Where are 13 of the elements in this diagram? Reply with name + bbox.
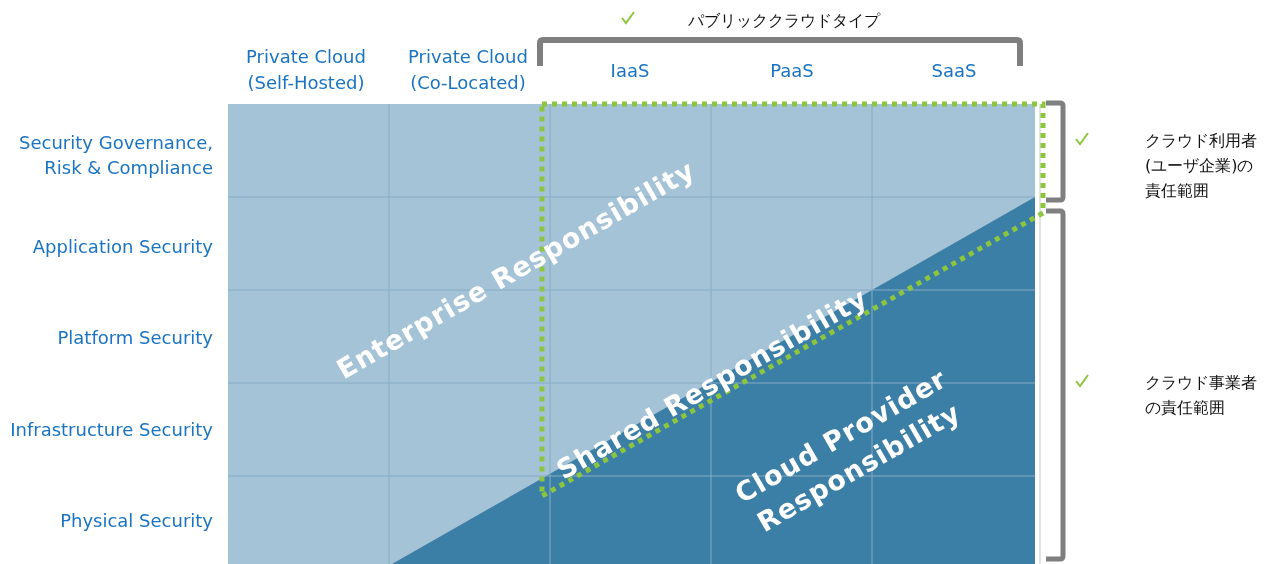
row-header: Physical Security <box>59 509 213 533</box>
row-header: Infrastructure Security <box>9 418 213 442</box>
row-header: Security Governance, Risk & Compliance <box>18 131 213 180</box>
column-header: Private Cloud (Co-Located) <box>407 45 529 95</box>
column-header: SaaS <box>930 59 978 83</box>
row-header: Application Security <box>31 235 213 259</box>
column-header: Private Cloud (Self-Hosted) <box>245 45 367 95</box>
column-header: PaaS <box>769 59 815 83</box>
row-header: Platform Security <box>56 326 213 350</box>
note-text: クラウド事業者の責任範囲 <box>1145 372 1258 419</box>
note-text: パブリッククラウドタイプ <box>688 10 882 32</box>
column-header: IaaS <box>609 59 651 83</box>
note-text: クラウド利用者(ユーザ企業)の責任範囲 <box>1145 130 1258 202</box>
